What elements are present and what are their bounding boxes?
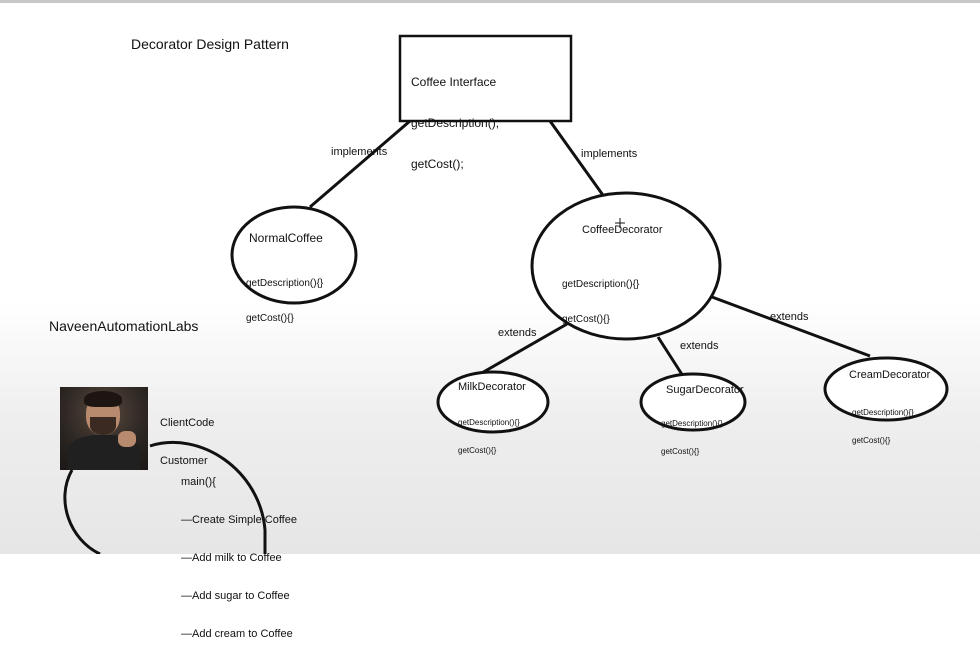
- extends-label-sugar: extends: [680, 340, 719, 352]
- method-line: getDescription(){}: [246, 278, 324, 289]
- client-step: —Add cream to Coffee: [181, 627, 293, 640]
- normal-coffee-methods: getDescription(){} getCost(){}: [246, 255, 323, 336]
- method-line: getCost(){}: [246, 312, 294, 324]
- client-main: main(){: [181, 476, 216, 489]
- client-header: ClientCode Customer: [160, 392, 214, 480]
- crosshair-icon: [615, 218, 625, 228]
- implements-edge-right: [548, 120, 612, 206]
- client-subtitle: Customer: [160, 455, 208, 468]
- extends-edge-cream: [711, 295, 871, 358]
- cream-decorator-node: [823, 356, 949, 422]
- sugar-decorator-methods: getDescription(){} getCost(){}: [661, 401, 723, 465]
- milk-decorator-node: [436, 370, 550, 434]
- presenter-avatar: [60, 387, 148, 470]
- cream-decorator-title: CreamDecorator: [849, 369, 931, 381]
- client-main-block: main(){ —Create Simple Coffee —Add milk …: [181, 451, 297, 653]
- normal-coffee-title: NormalCoffee: [249, 231, 323, 245]
- implements-label-right: implements: [581, 148, 638, 160]
- top-border: [0, 0, 980, 3]
- milk-decorator-title: MilkDecorator: [458, 381, 526, 393]
- cream-decorator-methods: getDescription(){} getCost(){}: [852, 390, 914, 454]
- channel-brand: NaveenAutomationLabs: [49, 318, 199, 334]
- method-line: getDescription(){}: [661, 419, 723, 429]
- diagram-title: Decorator Design Pattern: [131, 36, 289, 52]
- interface-name: Coffee Interface: [411, 74, 497, 89]
- extends-edge-milk: [479, 322, 568, 376]
- client-step: —Add milk to Coffee: [181, 552, 282, 565]
- milk-decorator-methods: getDescription(){} getCost(){}: [458, 400, 520, 464]
- method-line: getCost(){}: [661, 446, 700, 456]
- method-line: getDescription(){}: [852, 408, 914, 418]
- interface-method: getCost();: [411, 157, 464, 172]
- interface-method: getDescription();: [411, 115, 500, 130]
- sugar-decorator-node: [639, 372, 747, 432]
- extends-edge-sugar: [656, 336, 685, 377]
- coffee-decorator-title: CoffeeDecorator: [582, 224, 663, 236]
- method-line: getCost(){}: [852, 435, 891, 445]
- method-line: getDescription(){}: [458, 418, 520, 428]
- interface-box-text: Coffee Interface getDescription(); getCo…: [411, 48, 499, 186]
- coffee-decorator-node: [530, 191, 722, 341]
- implements-edge-left: [309, 119, 411, 209]
- coffee-decorator-methods: getDescription(){} getCost(){}: [562, 256, 639, 337]
- method-line: getDescription(){}: [562, 279, 640, 290]
- extends-label-cream: extends: [770, 311, 809, 323]
- method-line: getCost(){}: [458, 445, 497, 455]
- client-step: —Add sugar to Coffee: [181, 590, 290, 603]
- implements-label-left: implements: [331, 146, 388, 158]
- sugar-decorator-title: SugarDecorator: [666, 384, 744, 396]
- client-title: ClientCode: [160, 417, 215, 430]
- coffee-interface-box: [398, 34, 573, 123]
- client-loop: [63, 440, 267, 554]
- normal-coffee-node: [230, 205, 358, 305]
- extends-label-milk: extends: [498, 327, 537, 339]
- client-step: —Create Simple Coffee: [181, 514, 297, 527]
- method-line: getCost(){}: [562, 313, 610, 325]
- diagram-canvas: [63, 34, 949, 554]
